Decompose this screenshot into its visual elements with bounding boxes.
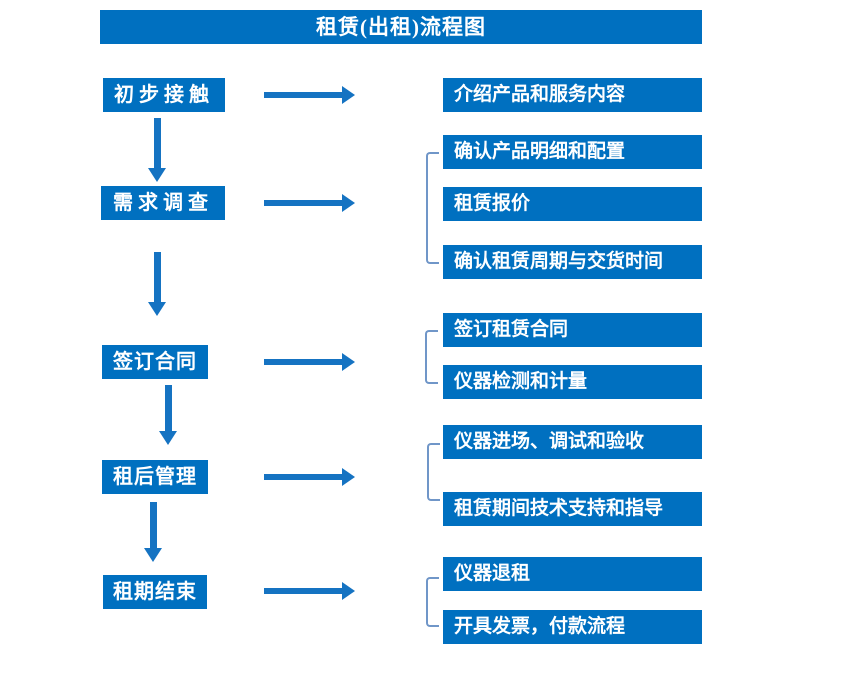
group-bracket-sign-contract (425, 330, 438, 384)
step-box-sign-contract: 签订合同 (102, 345, 208, 379)
output-box-confirm-rental-period: 确认租赁周期与交货时间 (443, 245, 702, 279)
flowchart-title: 租赁(出租)流程图 (100, 10, 702, 44)
group-bracket-post-rental (427, 443, 440, 501)
group-bracket-rental-end (426, 577, 439, 627)
output-box-instrument-testing: 仪器检测和计量 (443, 365, 702, 399)
output-box-introduce-products: 介绍产品和服务内容 (443, 78, 702, 112)
output-box-sign-rental-contract: 签订租赁合同 (443, 313, 702, 347)
step-box-initial-contact: 初步接触 (103, 78, 225, 112)
output-box-rental-quote: 租赁报价 (443, 187, 702, 221)
output-box-invoice-payment: 开具发票，付款流程 (443, 610, 702, 644)
output-box-instrument-return: 仪器退租 (443, 557, 702, 591)
group-bracket-demand-survey (426, 152, 439, 264)
output-box-instrument-setup: 仪器进场、调试和验收 (443, 425, 702, 459)
step-box-demand-survey: 需求调查 (101, 186, 225, 220)
step-box-post-rental-management: 租后管理 (102, 460, 208, 494)
step-box-rental-end: 租期结束 (103, 575, 207, 609)
output-box-confirm-product-details: 确认产品明细和配置 (443, 135, 702, 169)
output-box-technical-support: 租赁期间技术支持和指导 (443, 492, 702, 526)
